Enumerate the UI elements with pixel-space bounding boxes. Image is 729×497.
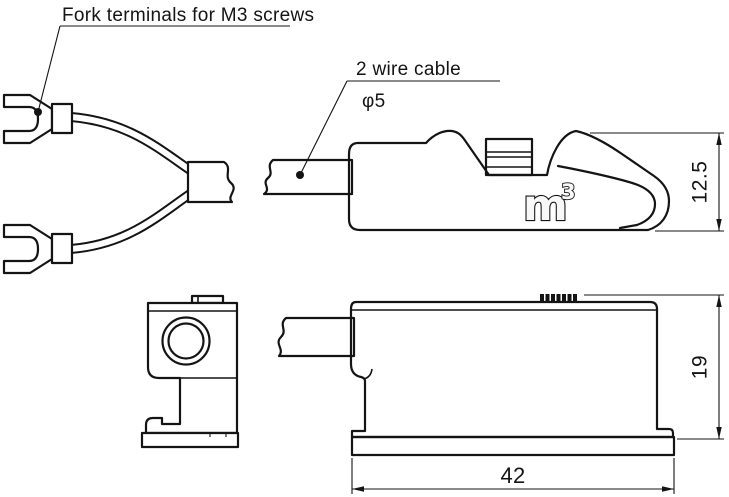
front-view-baseplate [140,431,240,449]
arrowhead-down [716,427,722,439]
dimension-12-5: 12.5 [590,132,724,232]
side-view-body [349,300,675,439]
lower-crimp-barrel [50,232,74,265]
upper-fork-terminal [2,93,54,145]
m3-logo: m [523,181,568,231]
cable-entry-inner-circle [167,322,205,360]
arrowhead-up [716,295,722,307]
upper-wire [70,112,196,177]
dimension-42-value: 42 [500,463,525,488]
device-bottom-side-view [277,294,676,457]
device-top-side-view: m 3 [262,129,671,232]
arrowhead-down [716,219,722,231]
side-view-cable [277,316,356,358]
wire-cable-callout: 2 wire cable φ5 [296,59,500,179]
strain-relief-detail [363,368,373,380]
front-view-outline [144,301,239,435]
device-front-view [140,294,240,449]
wire-cable-label: 2 wire cable [356,59,461,80]
m3-logo-superscript: 3 [561,180,576,204]
fork-terminal-assembly-drawing [2,93,235,275]
leader-dot [34,108,42,116]
cable-entry-outer-circle [161,316,211,366]
arrowhead-left [352,486,364,492]
dimension-12-5-value: 12.5 [689,161,712,204]
arrowhead-right [662,486,674,492]
tail-inner-contour [556,164,657,230]
dimension-42: 42 [351,458,675,494]
upper-crimp-barrel [50,102,74,135]
leader-line [37,25,61,113]
fork-terminals-label: Fork terminals for M3 screws [62,5,314,26]
cable-diameter-label: φ5 [362,91,386,112]
side-view-baseplate [350,435,676,457]
top-connector-ticks [540,294,577,301]
cable-jacket-break [186,160,235,204]
leader-line [299,80,348,176]
top-view-cable [262,158,354,196]
top-view-body [347,129,671,232]
lower-fork-terminal [2,223,54,275]
dimension-19-value: 19 [689,355,712,379]
lower-wire [70,187,196,254]
dimension-19: 19 [584,294,724,440]
leader-dot [296,171,304,179]
arrowhead-up [716,133,722,145]
fork-terminals-callout: Fork terminals for M3 screws [34,5,314,116]
